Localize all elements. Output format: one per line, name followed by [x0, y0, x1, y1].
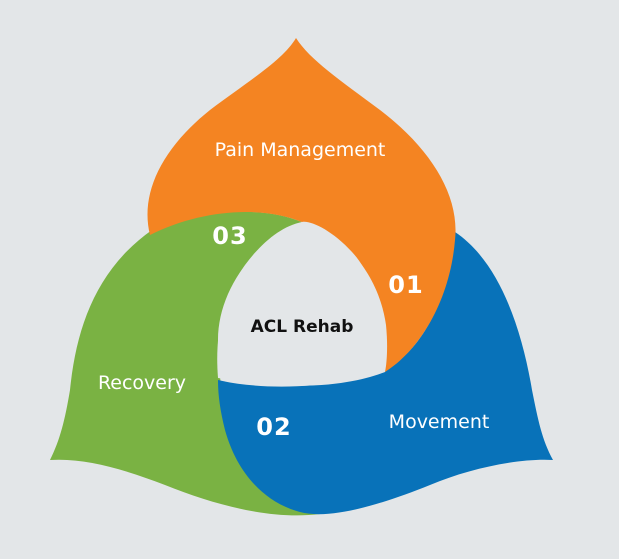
- pain-management-label: Pain Management: [215, 139, 386, 161]
- pain-management-number: 01: [388, 271, 423, 299]
- pain-management-petal: [147, 38, 456, 372]
- recovery-label: Recovery: [98, 372, 186, 394]
- center-title: ACL Rehab: [251, 317, 354, 337]
- movement-petal: [218, 232, 553, 515]
- recovery-number: 03: [212, 222, 247, 250]
- movement-number: 02: [256, 413, 291, 441]
- center-hub: [217, 222, 388, 386]
- recovery-petal: [50, 211, 320, 516]
- movement-label: Movement: [389, 411, 490, 433]
